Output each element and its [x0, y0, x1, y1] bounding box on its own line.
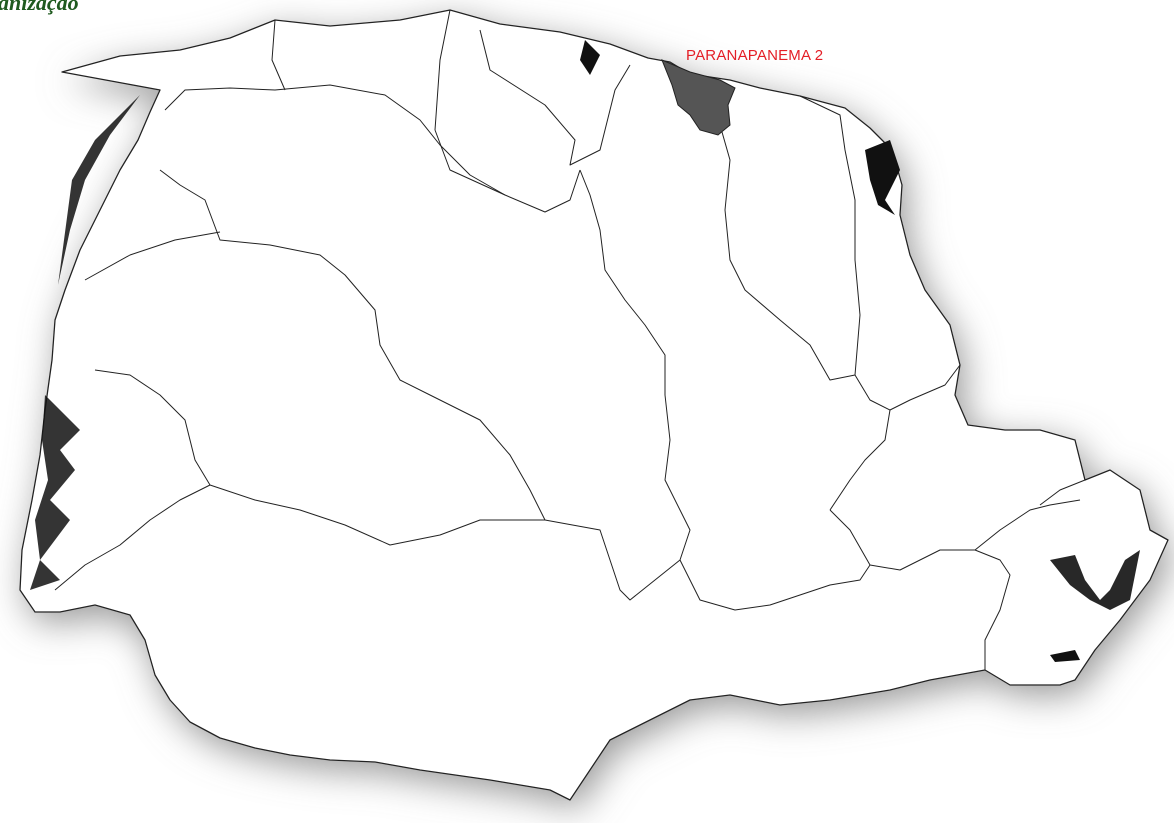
page-heading: anização — [0, 0, 79, 15]
region-label-paranapanema-2: PARANAPANEMA 2 — [686, 47, 824, 64]
watershed-boundaries — [54, 9, 1086, 670]
region-paranapanema-2[interactable] — [661, 59, 736, 136]
state-outline — [19, 9, 1169, 801]
coastline-detail — [30, 40, 1140, 662]
